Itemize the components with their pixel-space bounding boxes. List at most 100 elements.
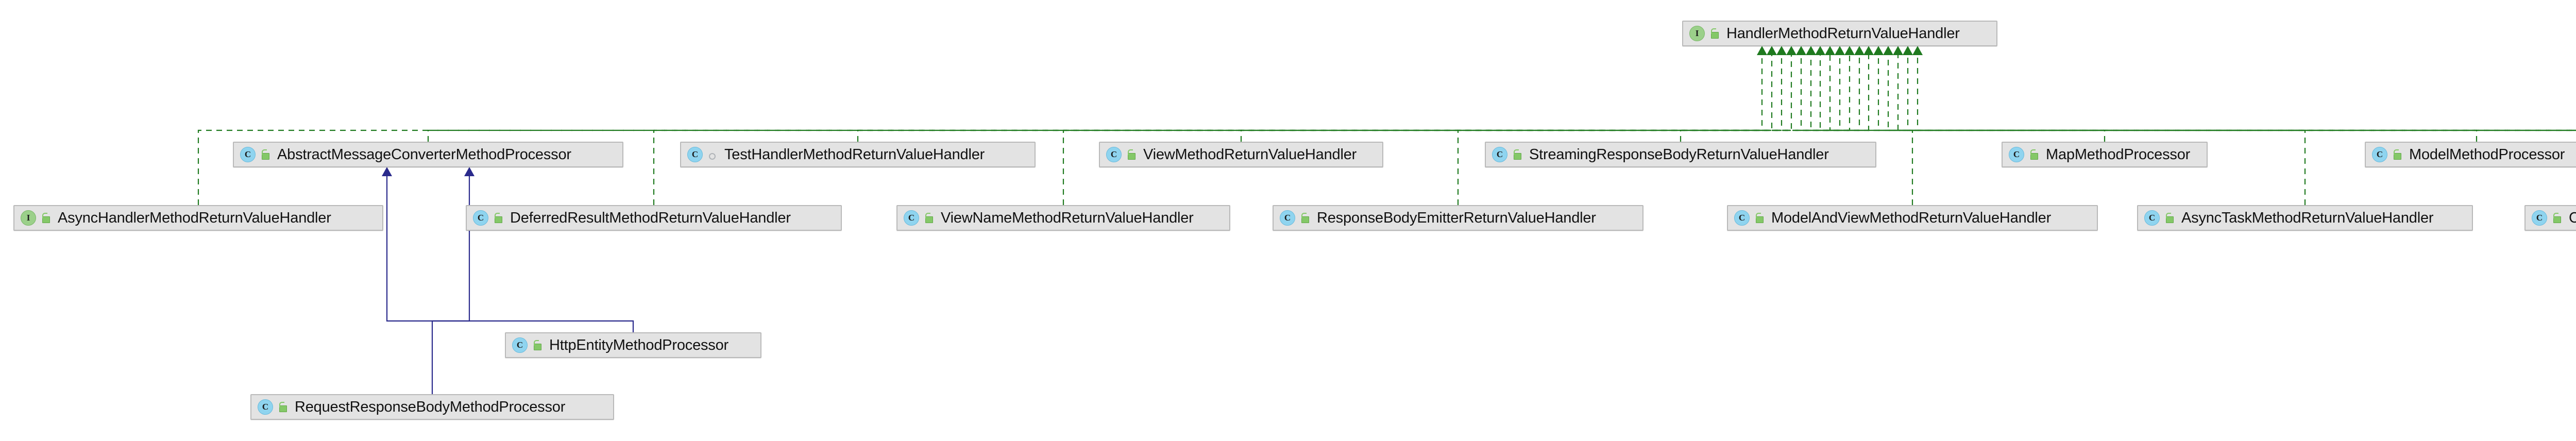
class-node[interactable]: C MapMethodProcessor [2002, 142, 2208, 167]
class-node[interactable]: C TestHandlerMethodReturnValueHandler [680, 142, 1036, 167]
unlocked-padlock-icon [1709, 27, 1719, 40]
realization-edge [1907, 54, 2576, 131]
class-node[interactable]: C CallableMethodReturnValueHandler [2524, 205, 2576, 231]
unlocked-padlock-icon [1299, 212, 1310, 224]
class-icon: C [2372, 147, 2387, 162]
class-node[interactable]: C ModelMethodProcessor [2365, 142, 2576, 167]
unlocked-padlock-icon [1754, 212, 1764, 224]
package-private-circle-icon [707, 148, 717, 161]
realization-arrowhead [1863, 46, 1874, 55]
realization-edge [1062, 54, 1860, 205]
unlocked-padlock-icon [40, 212, 50, 224]
class-node-label: MapMethodProcessor [2046, 146, 2191, 163]
realization-arrowhead [1854, 46, 1865, 55]
realization-arrowhead [1883, 46, 1893, 55]
unlocked-padlock-icon [1126, 148, 1136, 161]
unlocked-padlock-icon [277, 401, 287, 413]
unlocked-padlock-icon [2392, 148, 2402, 161]
class-node[interactable]: C ResponseBodyEmitterReturnValueHandler [1273, 205, 1643, 231]
class-node-label: CallableMethodReturnValueHandler [2569, 209, 2576, 226]
class-node[interactable]: C AsyncTaskMethodReturnValueHandler [2137, 205, 2473, 231]
realization-arrowhead [1893, 46, 1903, 55]
realization-edge [857, 54, 1773, 142]
realization-arrowhead [1796, 46, 1806, 55]
unlocked-padlock-icon [493, 212, 503, 224]
unlocked-padlock-icon [923, 212, 934, 224]
class-node-label: ModelAndViewMethodReturnValueHandler [1771, 209, 2052, 226]
realization-arrowhead [1776, 46, 1787, 55]
realization-edge [1819, 54, 2576, 131]
realization-edge [1897, 54, 2576, 131]
realization-edge [427, 54, 1763, 142]
class-node-label: HandlerMethodReturnValueHandler [1726, 25, 1960, 42]
realization-edge [653, 54, 1851, 205]
inheritance-arrowhead [382, 167, 392, 176]
class-icon: C [1280, 210, 1295, 226]
unlocked-padlock-icon [2164, 212, 2174, 224]
class-node-label: ViewNameMethodReturnValueHandler [941, 209, 1194, 226]
class-node[interactable]: C ViewMethodReturnValueHandler [1099, 142, 1383, 167]
realization-edge [1457, 54, 1870, 205]
realization-arrowhead [1767, 46, 1777, 55]
unlocked-padlock-icon [2551, 212, 2562, 224]
realization-arrowhead [1815, 46, 1825, 55]
realization-edge [1917, 54, 2576, 131]
class-node[interactable]: C DeferredResultMethodReturnValueHandler [466, 205, 842, 231]
unlocked-padlock-icon [1512, 148, 1522, 161]
class-node-label: ModelMethodProcessor [2409, 146, 2565, 163]
class-icon: C [687, 147, 703, 162]
class-icon: C [2144, 210, 2160, 226]
class-node[interactable]: C HttpEntityMethodProcessor [505, 332, 761, 358]
class-icon: C [904, 210, 919, 226]
unlocked-padlock-icon [2028, 148, 2039, 161]
class-icon: C [473, 210, 488, 226]
class-node-label: StreamingResponseBodyReturnValueHandler [1529, 146, 1829, 163]
unlocked-padlock-icon [532, 339, 542, 351]
inheritance-arrowhead [464, 167, 474, 176]
realization-arrowhead [1806, 46, 1816, 55]
class-node-label: ResponseBodyEmitterReturnValueHandler [1317, 209, 1596, 226]
class-node[interactable]: C AbstractMessageConverterMethodProcessor [233, 142, 623, 167]
class-icon: C [512, 337, 528, 353]
class-node-label: ViewMethodReturnValueHandler [1143, 146, 1357, 163]
realization-edge [1680, 54, 1792, 142]
realization-arrowhead [1903, 46, 1913, 55]
class-node-label: HttpEntityMethodProcessor [549, 336, 728, 353]
class-node-label: AsyncTaskMethodReturnValueHandler [2181, 209, 2434, 226]
inheritance-edge [431, 175, 470, 394]
realization-edge [1810, 54, 2478, 142]
realization-edge [1887, 54, 2306, 205]
inheritance-edge [386, 175, 634, 332]
class-icon: C [1492, 147, 1507, 162]
class-node-label: RequestResponseBodyMethodProcessor [295, 398, 566, 415]
class-node-label: DeferredResultMethodReturnValueHandler [510, 209, 791, 226]
realization-arrowhead [1873, 46, 1884, 55]
class-icon: C [2009, 147, 2024, 162]
realization-arrowhead [1912, 46, 1923, 55]
realization-arrowhead [1835, 46, 1845, 55]
class-icon: C [1734, 210, 1750, 226]
interface-icon: I [21, 210, 36, 226]
realization-edge [1800, 54, 2106, 142]
realization-edge [197, 54, 1841, 205]
class-icon: C [2532, 210, 2547, 226]
realization-arrowhead [1757, 46, 1767, 55]
class-icon: C [240, 147, 256, 162]
class-node-label: TestHandlerMethodReturnValueHandler [724, 146, 985, 163]
unlocked-padlock-icon [260, 148, 270, 161]
class-node[interactable]: C ModelAndViewMethodReturnValueHandler [1727, 205, 2098, 231]
class-icon: C [258, 399, 273, 415]
class-node[interactable]: C StreamingResponseBodyReturnValueHandler [1485, 142, 1876, 167]
realization-edge [1829, 54, 2576, 131]
class-node[interactable]: C RequestResponseBodyMethodProcessor [250, 394, 614, 420]
class-node[interactable]: C ViewNameMethodReturnValueHandler [896, 205, 1230, 231]
realization-arrowhead [1786, 46, 1797, 55]
realization-edge [1877, 54, 1913, 205]
class-icon: C [1106, 147, 1122, 162]
realization-edge [1240, 54, 1783, 142]
class-node-label: AbstractMessageConverterMethodProcessor [277, 146, 571, 163]
realization-arrowhead [1825, 46, 1835, 55]
